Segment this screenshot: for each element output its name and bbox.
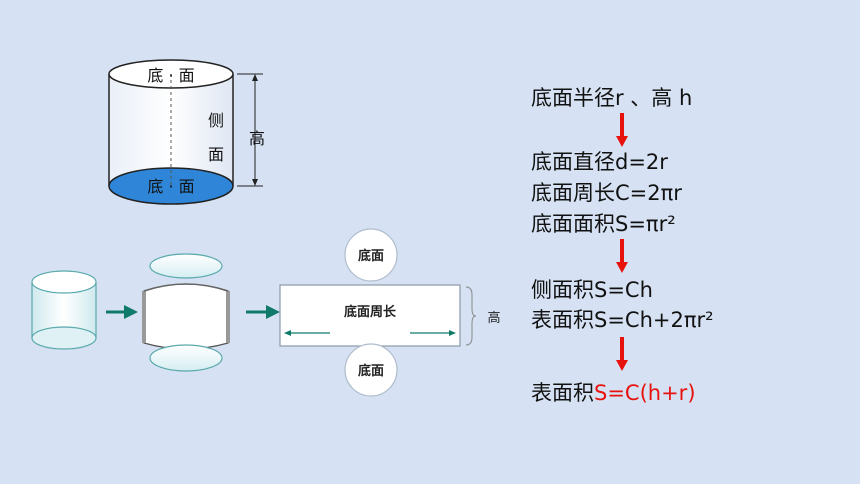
formula-surface-area: 表面积S=Ch+2πr² [531, 308, 714, 332]
formula-radius-height: 底面半径r 、高 h [531, 86, 693, 110]
height-brace [465, 286, 477, 346]
rect-label: 底面周长 [344, 304, 397, 320]
cylinder-height-label: 高 [249, 129, 265, 148]
formula-final-prefix: 表面积 [531, 381, 594, 405]
bottom-circle-label: 底面 [358, 363, 384, 379]
circumference-arrow [284, 330, 456, 336]
formula-base-area: 底面面积S=πr² [531, 212, 676, 236]
formula-lateral-area: 侧面积S=Ch [531, 278, 653, 302]
formula-circumference: 底面周长C=2πr [531, 181, 682, 205]
open-tube [142, 283, 230, 350]
cylinder-side-label-2: 面 [208, 145, 224, 164]
red-down-arrow-1 [616, 113, 628, 147]
closed-cylinder [31, 270, 97, 350]
unfold-diagram: 底面周长 高 底面 底面 [31, 228, 501, 397]
red-down-arrow-2 [616, 239, 628, 273]
teal-arrow-2 [246, 305, 280, 319]
cylinder-bottom-label: 底 · 面 [147, 177, 194, 196]
bottom-base-circle [344, 343, 398, 397]
cylinder-top-label: 底 · 面 [147, 66, 194, 85]
teal-arrow-1 [106, 305, 138, 319]
top-circle-label: 底面 [358, 248, 384, 264]
top-disc [149, 253, 223, 279]
top-base-circle [344, 228, 398, 282]
formula-surface-area-simplified: 表面积S=C(h+r) [531, 383, 696, 404]
unrolled-rectangle [279, 284, 461, 347]
cylinder-diagram: 底 · 面 底 · 面 侧 面 高 [108, 59, 265, 205]
formula-diameter: 底面直径d=2r [531, 150, 668, 174]
cylinder-side-label-1: 侧 [208, 111, 224, 130]
bottom-disc [149, 344, 223, 372]
rect-height-label: 高 [487, 310, 500, 326]
formula-final-highlight: S=C(h+r) [594, 381, 696, 405]
red-down-arrow-3 [616, 337, 628, 371]
